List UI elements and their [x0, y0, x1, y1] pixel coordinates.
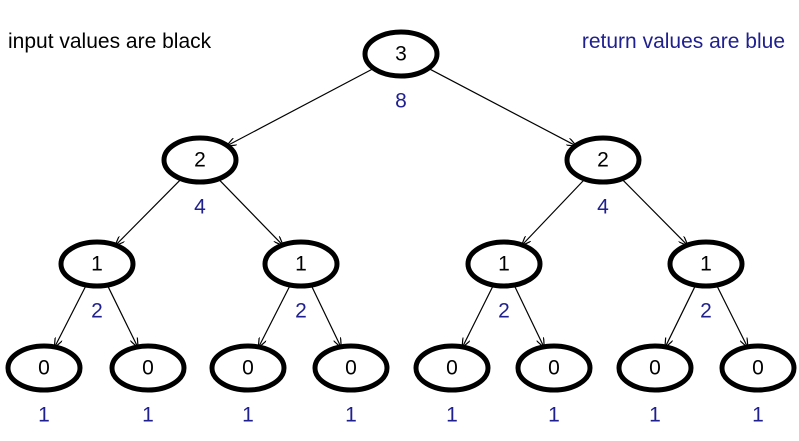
node-ellipse — [209, 343, 287, 393]
edge-arrow — [55, 284, 87, 347]
node-return-value: 8 — [395, 90, 407, 113]
edge-arrow — [116, 178, 182, 245]
node-return-value: 1 — [548, 404, 560, 427]
node-return-value: 1 — [345, 404, 357, 427]
tree-node: 12 — [465, 239, 543, 323]
node-ellipse — [262, 239, 340, 289]
node-input-value: 0 — [649, 357, 661, 380]
tree-node: 01 — [312, 343, 390, 427]
node-ellipse — [413, 343, 491, 393]
return-values-legend: return values are blue — [581, 30, 785, 53]
node-return-value: 1 — [752, 404, 764, 427]
node-input-value: 3 — [395, 43, 407, 66]
tree-node: 01 — [209, 343, 287, 427]
node-input-value: 0 — [345, 357, 357, 380]
edges-layer — [55, 67, 748, 347]
node-input-value: 1 — [700, 253, 712, 276]
node-return-value: 1 — [38, 404, 50, 427]
node-input-value: 2 — [597, 149, 609, 172]
node-ellipse — [719, 343, 797, 393]
input-values-legend: input values are black — [8, 30, 212, 53]
node-ellipse — [564, 135, 642, 185]
node-return-value: 2 — [91, 300, 103, 323]
edge-arrow — [522, 178, 586, 245]
node-ellipse — [5, 343, 83, 393]
node-input-value: 0 — [142, 357, 154, 380]
node-return-value: 1 — [142, 404, 154, 427]
tree-node: 01 — [5, 343, 83, 427]
node-return-value: 4 — [194, 196, 206, 219]
node-return-value: 1 — [649, 404, 661, 427]
edge-arrow — [310, 284, 341, 347]
node-ellipse — [515, 343, 593, 393]
node-ellipse — [667, 239, 745, 289]
edge-arrow — [217, 178, 282, 245]
node-input-value: 2 — [194, 149, 206, 172]
node-input-value: 0 — [242, 357, 254, 380]
tree-node: 01 — [616, 343, 694, 427]
edge-arrow — [463, 284, 495, 347]
edge-arrow — [715, 284, 748, 347]
tree-node: 24 — [161, 135, 239, 219]
edge-arrow — [227, 67, 375, 145]
edge-arrow — [106, 284, 137, 347]
node-ellipse — [161, 135, 239, 185]
node-input-value: 0 — [752, 357, 764, 380]
node-ellipse — [465, 239, 543, 289]
edge-arrow — [259, 284, 291, 347]
tree-node: 01 — [413, 343, 491, 427]
node-input-value: 0 — [548, 357, 560, 380]
tree-node: 12 — [262, 239, 340, 323]
tree-node: 12 — [58, 239, 136, 323]
node-ellipse — [312, 343, 390, 393]
node-return-value: 4 — [597, 196, 609, 219]
node-input-value: 0 — [446, 357, 458, 380]
node-input-value: 1 — [91, 253, 103, 276]
tree-node: 01 — [719, 343, 797, 427]
node-ellipse — [58, 239, 136, 289]
tree-node: 01 — [515, 343, 593, 427]
node-return-value: 2 — [295, 300, 307, 323]
tree-node: 24 — [564, 135, 642, 219]
tree-node: 38 — [362, 29, 440, 113]
edge-arrow — [621, 178, 688, 245]
node-return-value: 1 — [242, 404, 254, 427]
node-return-value: 1 — [446, 404, 458, 427]
node-ellipse — [616, 343, 694, 393]
node-input-value: 1 — [295, 253, 307, 276]
node-ellipse — [362, 29, 440, 79]
tree-node: 01 — [109, 343, 187, 427]
edge-arrow — [665, 284, 697, 347]
node-return-value: 2 — [498, 300, 510, 323]
node-ellipse — [109, 343, 187, 393]
edge-arrow — [428, 67, 575, 145]
tree-node: 12 — [667, 239, 745, 323]
node-return-value: 2 — [700, 300, 712, 323]
node-input-value: 0 — [38, 357, 50, 380]
edge-arrow — [513, 284, 544, 347]
node-input-value: 1 — [498, 253, 510, 276]
